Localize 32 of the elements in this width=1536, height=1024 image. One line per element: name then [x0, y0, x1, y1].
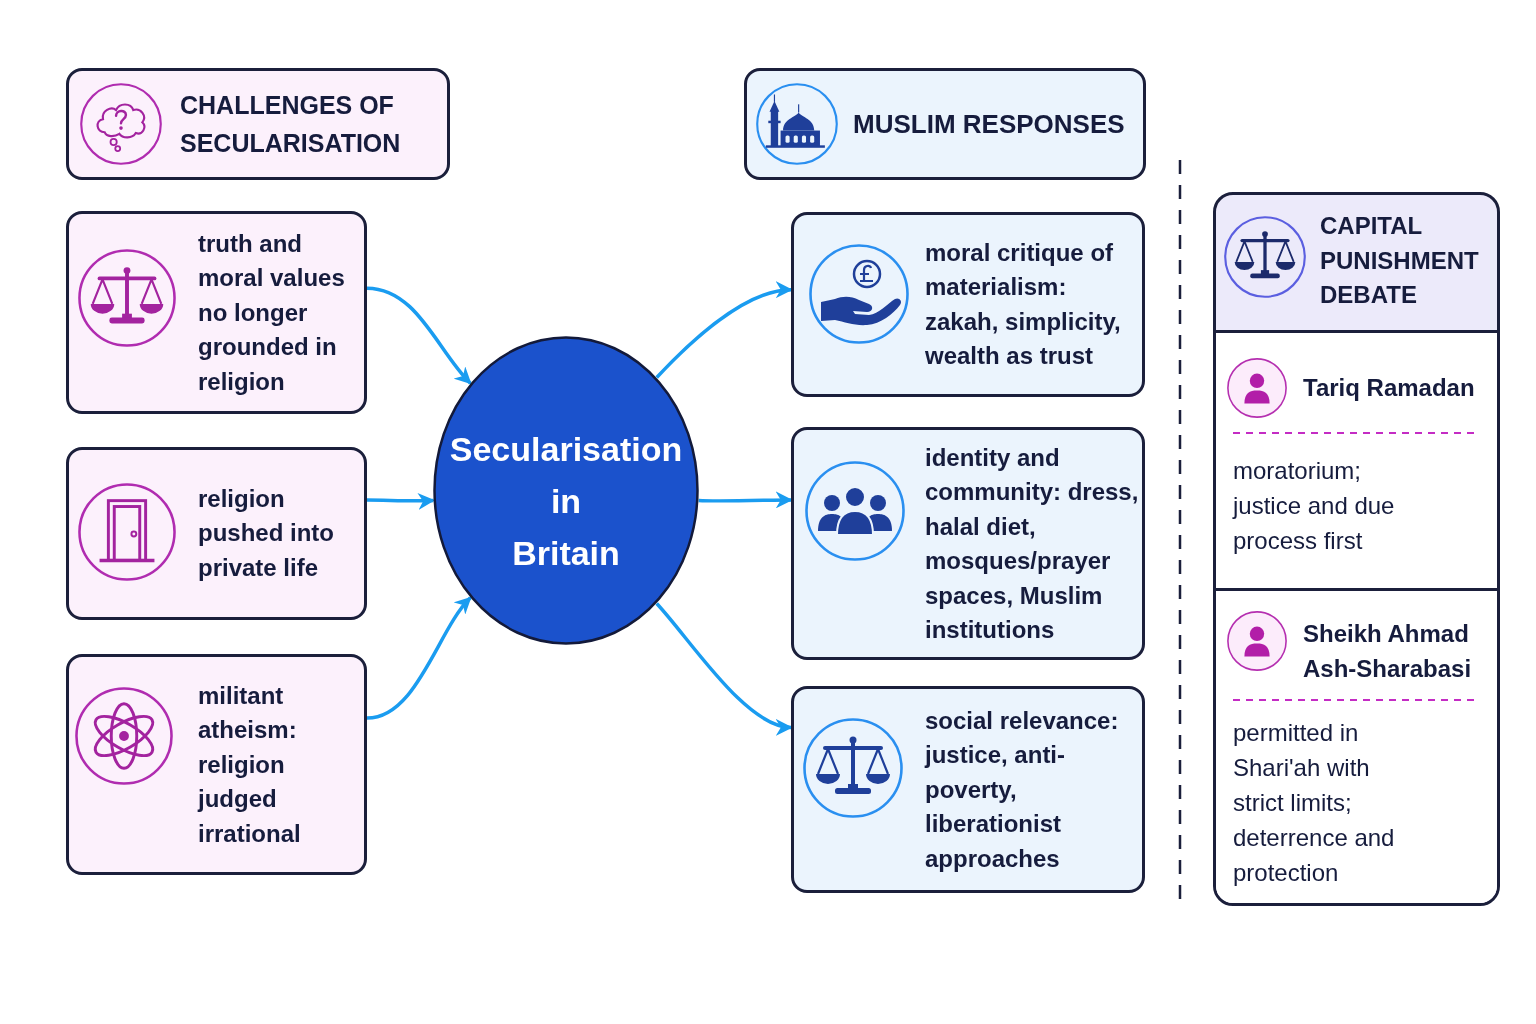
section-heading: CAPITAL PUNISHMENT DEBATE [1320, 211, 1480, 311]
box-text: militant atheism: religion judged irrational [198, 680, 302, 849]
box-text: identity and community: dress, halal diet, mosques/prayer spaces, Muslim institutions [925, 442, 1139, 645]
arrow [655, 602, 793, 734]
arrow [366, 286, 472, 385]
scholar-name: Tariq Ramadan [1303, 372, 1476, 403]
arrow [366, 596, 472, 720]
debate-panel [1213, 192, 1500, 906]
arrow [698, 491, 793, 509]
position-text: permitted in Shari'ah with strict limits; deterrence and protection [1233, 718, 1396, 888]
box-text: social relevance: justice, anti-poverty, liberationist approaches [925, 705, 1120, 874]
scholar-section [1216, 588, 1497, 903]
ellipse-label: Secularisation in Britain [448, 428, 684, 574]
scholar-name: Sheikh Ahmad Ash-Sharabasi [1303, 618, 1473, 683]
response-box [791, 427, 1145, 660]
arrow [655, 282, 793, 379]
arrow [367, 492, 435, 510]
position-text: moratorium; justice and due process first [1233, 456, 1396, 556]
challenge-box [66, 211, 367, 414]
box-text: truth and moral values no longer grounded in religion [198, 228, 346, 397]
challenge-box [66, 654, 367, 875]
box-text: moral critique of materialism: zakah, simplicity, wealth as trust [925, 237, 1122, 371]
section-heading: MUSLIM RESPONSES [853, 108, 1126, 141]
challenge-box [66, 447, 367, 620]
response-box [791, 212, 1145, 397]
heading-box [744, 68, 1146, 180]
section-heading: CHALLENGES OF SECULARISATION [180, 90, 402, 159]
response-box [791, 686, 1145, 893]
central-ellipse [433, 336, 699, 645]
scholar-section [1216, 330, 1497, 588]
heading-box [66, 68, 450, 180]
box-text: religion pushed into private life [198, 483, 335, 583]
